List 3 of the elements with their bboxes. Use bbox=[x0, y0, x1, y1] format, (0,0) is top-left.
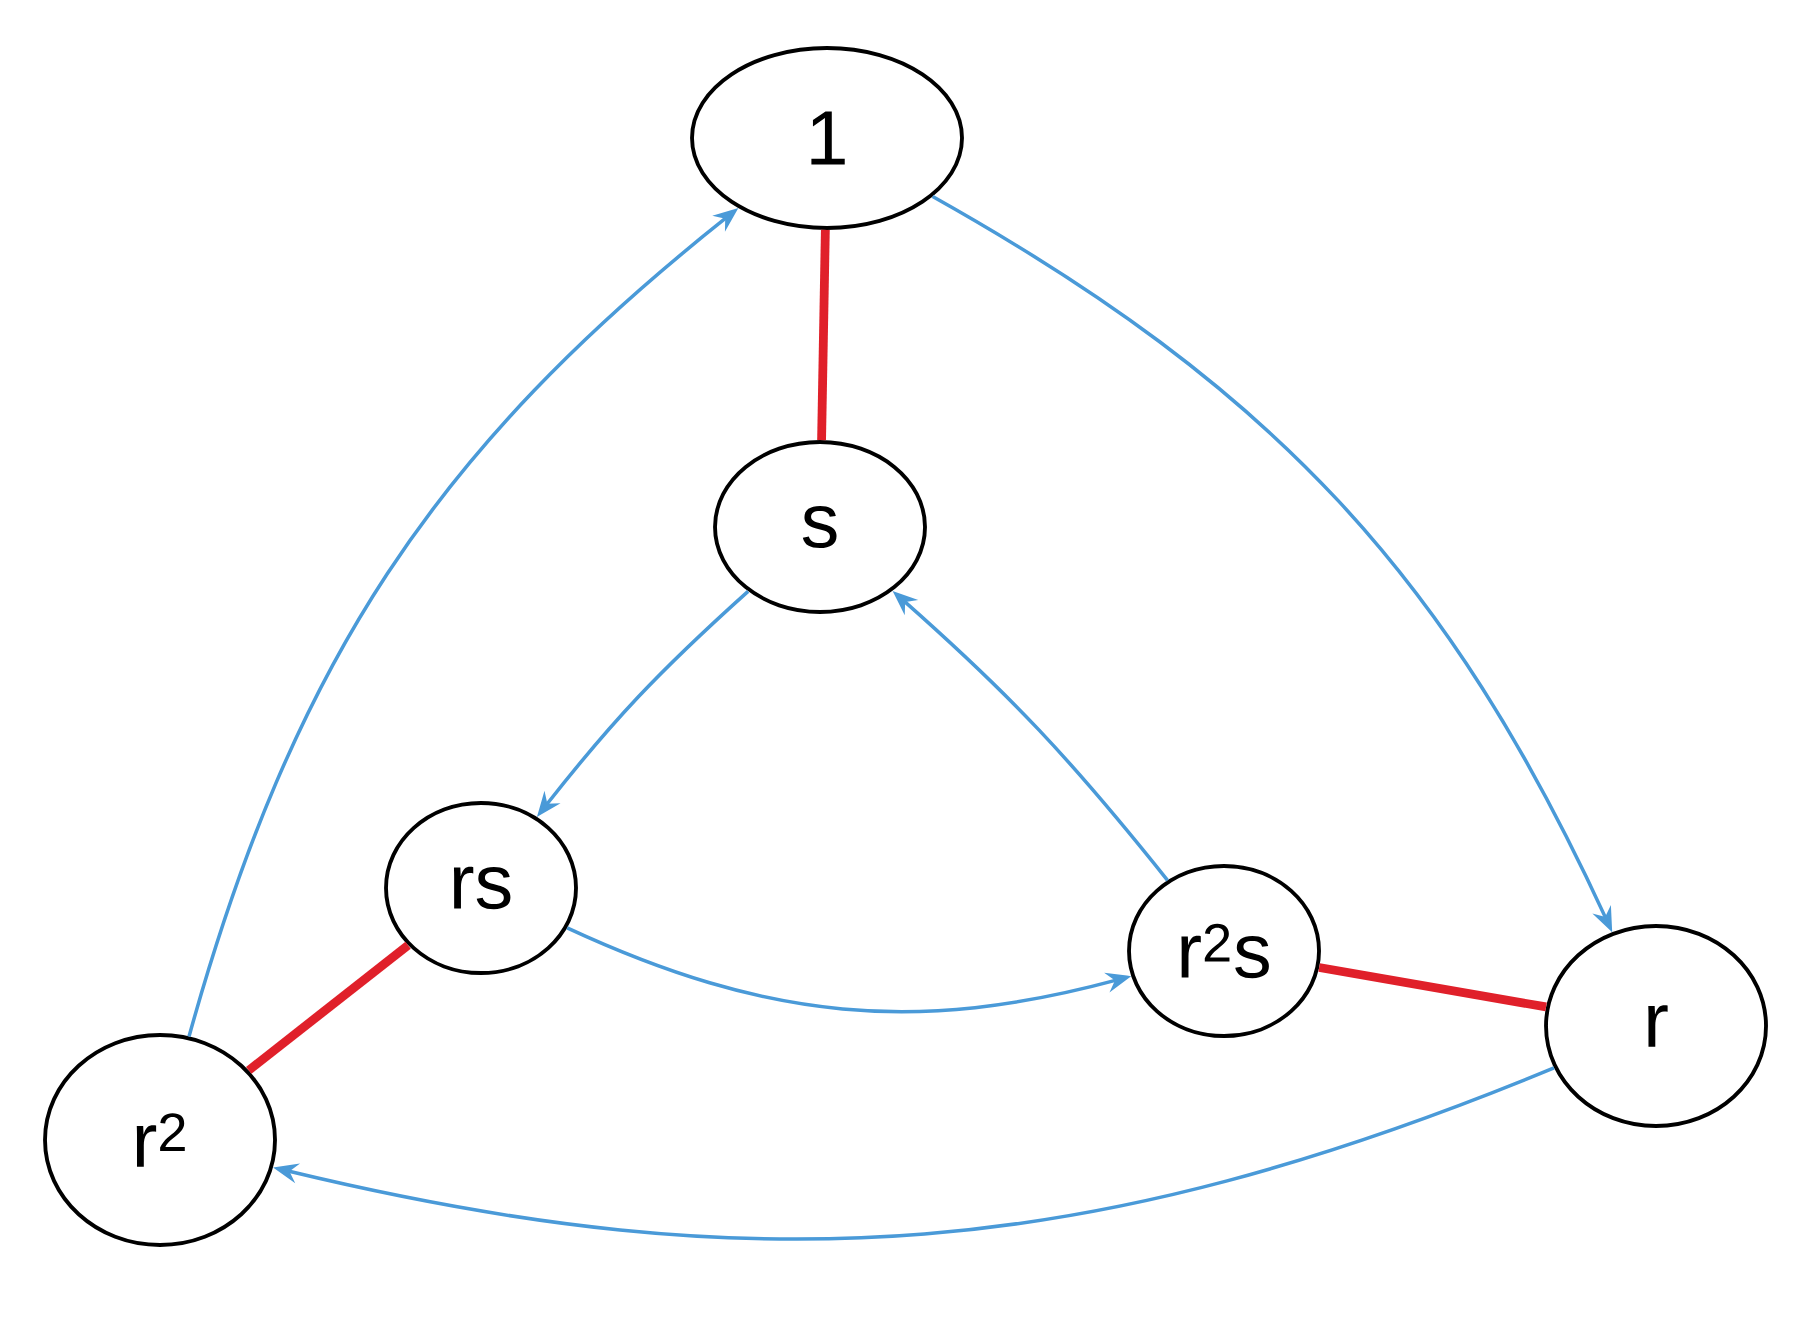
connector-line bbox=[246, 941, 411, 1074]
connector-line bbox=[1318, 963, 1547, 1012]
connector-line bbox=[817, 229, 830, 441]
